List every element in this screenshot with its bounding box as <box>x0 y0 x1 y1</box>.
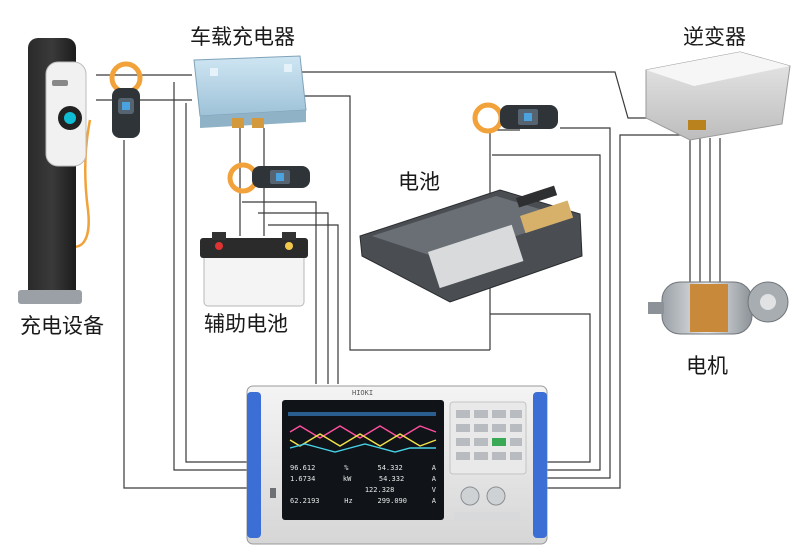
reading-value: 62.2193 <box>290 497 320 505</box>
reading-value2: 299.090 <box>377 497 407 505</box>
reading-unit2: A <box>431 475 436 483</box>
reading-unit2: V <box>431 486 436 494</box>
current-clamp-battery <box>472 102 558 134</box>
analyzer-screen <box>282 400 444 520</box>
charging-post <box>18 38 87 304</box>
reading-unit2: A <box>431 464 436 472</box>
label-motor: 电机 <box>686 354 728 378</box>
onboard-charger <box>193 55 307 128</box>
reading-unit: Hz <box>344 497 353 505</box>
reading-unit: kW <box>342 475 352 483</box>
label-battery: 电池 <box>398 170 440 194</box>
wire-aux-clamp-3 <box>268 224 339 384</box>
analyzer-reading-row: 96.612 % 54.332 A <box>290 464 436 475</box>
analyzer-reading-row: 122.328 V <box>290 486 436 497</box>
wire-aux-clamp-1 <box>242 201 317 384</box>
reading-value: 96.612 <box>290 464 316 472</box>
reading-value2: 54.332 <box>377 464 403 472</box>
motor <box>648 281 789 335</box>
current-clamp-charger <box>227 162 310 194</box>
signal-wires <box>41 71 721 489</box>
reading-value: 1.6734 <box>290 475 316 483</box>
reading-value2: 122.328 <box>364 486 395 494</box>
battery-pack <box>359 185 583 303</box>
current-clamp-post <box>109 61 143 138</box>
reading-unit2: A <box>431 497 436 505</box>
power-analyzer <box>246 385 548 545</box>
aux-battery <box>200 232 308 307</box>
analyzer-reading-row: 62.2193 Hz 299.090 A <box>290 497 436 508</box>
wire-aux-clamp-2 <box>258 212 329 384</box>
wire-battery-lower <box>490 313 591 463</box>
analyzer-brand: HIOKI <box>352 389 374 397</box>
wire-charger-clamp-2 <box>185 103 255 463</box>
inverter <box>645 51 791 141</box>
wire-inverter-1 <box>543 134 690 489</box>
label-inverter: 逆变器 <box>683 25 746 49</box>
wire-battery-clamp-2 <box>543 127 611 479</box>
reading-unit: % <box>344 464 349 472</box>
label-charging-equipment: 充电设备 <box>20 314 104 338</box>
analyzer-reading-row: 1.6734 kW 54.332 A <box>290 475 436 486</box>
analyzer-readings: 96.612 % 54.332 A 1.6734 kW 54.332 A 122… <box>290 464 436 508</box>
wire-battery-clamp-3 <box>492 154 601 471</box>
label-onboard-charger: 车载充电器 <box>190 25 295 49</box>
wire-charger-to-bottom <box>302 95 490 351</box>
reading-value2: 54.332 <box>378 475 405 483</box>
label-aux-battery: 辅助电池 <box>204 312 288 336</box>
wire-charger-clamp-1 <box>173 82 255 471</box>
wire-post-clamp <box>123 140 255 489</box>
